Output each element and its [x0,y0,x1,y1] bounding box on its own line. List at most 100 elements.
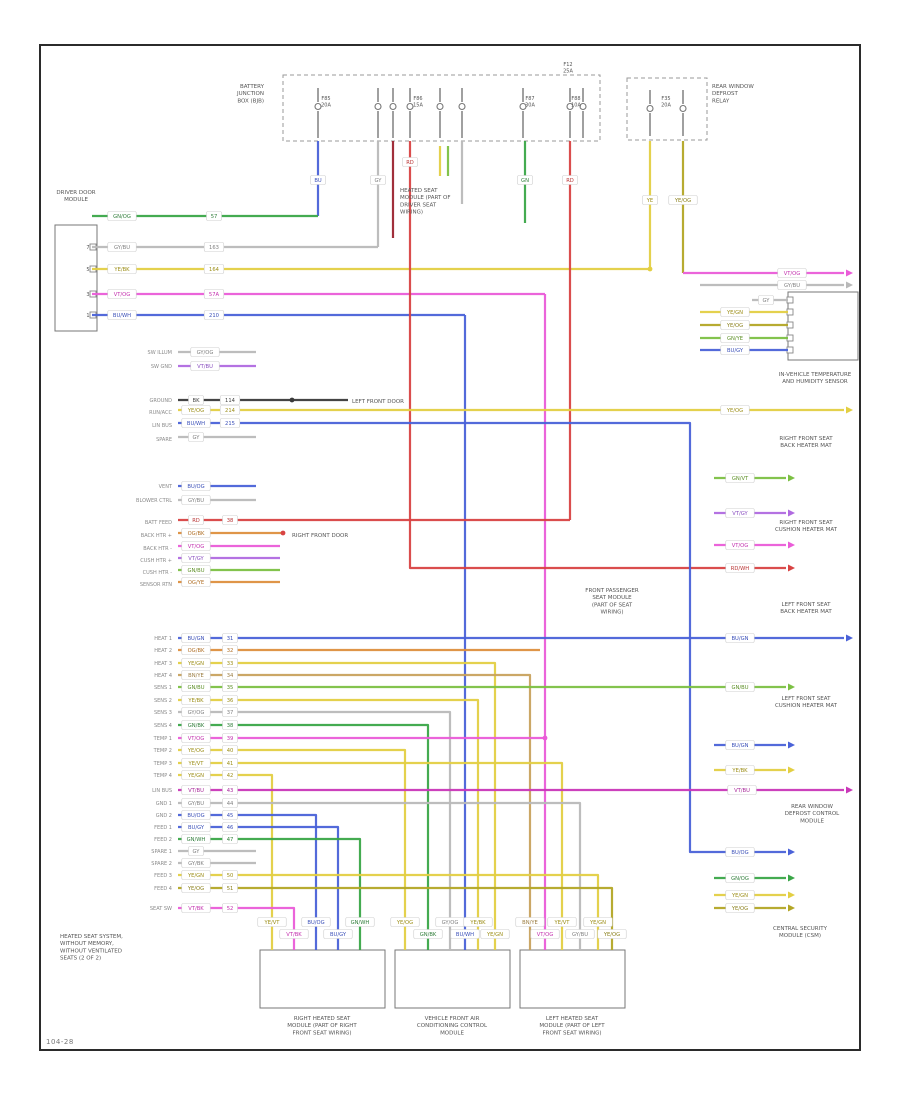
wire-code-text: VT/GY [188,556,204,562]
wire-code-text: YE [646,198,653,204]
connector-pin [519,102,527,111]
wire-code-label [725,903,755,913]
wire-code-label [181,682,211,692]
pin-name-label: HEAT 1 [154,636,172,642]
wire-code-label [181,707,211,717]
pin-name-label: SEAT SW [150,906,172,912]
wire-code-label [181,770,211,780]
wire-code-label [181,834,211,844]
wire-code-label [181,785,211,795]
wire-code-text: GY [193,849,201,855]
wire-code-label [222,515,238,525]
wire [408,141,786,570]
junction-dot [289,397,295,403]
wire-code-label [222,822,238,832]
wire-code-label [222,633,238,643]
wire-code-text: GN/OG [113,214,131,220]
wire-code-label [547,917,577,927]
pin-name-label: GND 1 [156,801,172,807]
off-page-arrow-icon [788,741,795,749]
wire-code-label [188,432,204,442]
wire-code-text: BU/OG [307,920,324,926]
wire-code-text: GY/BU [572,932,588,938]
wire-code-text: 51 [227,886,234,892]
connector-pin [436,102,444,111]
wire-code-text: VT/OG [114,292,131,298]
wire-code-label [222,720,238,730]
wire-code-label [720,405,750,415]
wire-code-label [188,395,204,405]
off-page-arrow-icon [788,509,795,517]
wire-code-label [727,785,757,795]
wire-code-label [181,810,211,820]
wire-code-text: BU/GY [330,932,347,938]
connector-pin [679,104,687,113]
off-page-arrow-icon [788,474,795,482]
wire-code-text: 34 [227,673,234,679]
diagram-text: RIGHT FRONT DOOR [292,533,348,539]
wire-code-text: 38 [227,518,234,524]
wire-code-text: YE/GN [486,932,503,938]
wire-code-text: YE/VT [264,920,281,926]
wire-code-label [219,405,241,415]
pin-name-label: SPARE 2 [151,861,172,867]
wire-code-text: YE/GN [187,773,204,779]
wire-code-text: 37 [227,710,234,716]
wire-code-label [222,695,238,705]
wire-code-text: GY [375,178,383,184]
wire-code-text: 40 [227,748,234,754]
off-page-arrow-icon [788,874,795,882]
wire-code-text: GN/BK [188,723,205,729]
wire-code-label [725,563,755,573]
wire-code-label [390,917,420,927]
wire [178,673,532,950]
wire-code-label [530,929,560,939]
wire-code-label [222,785,238,795]
pin-name-label: CUSH HTR + [140,558,172,564]
wire-code-text: GY/OG [188,710,205,716]
wire-code-text: 214 [225,408,236,414]
wire-code-text: 52 [227,906,234,912]
wire-code-label [181,405,211,415]
wire-code-label [720,320,750,330]
wire-code-label [517,175,533,185]
pin-name-label: TEMP 2 [153,748,172,754]
wire-code-label [668,195,698,205]
wire-code-text: YE/GN [726,310,743,316]
wire-code-text: YE/BK [731,768,748,774]
wire-code-label [181,903,211,913]
wire-code-label [181,565,211,575]
wire-code-label [370,175,386,185]
wire-code-text: YE/OG [726,323,743,329]
wire-code-label [181,481,211,491]
wire-code-label [720,307,750,317]
wire-code-text: YE/OG [187,886,204,892]
wire-code-label [181,745,211,755]
wire-code-text: 163 [209,245,219,251]
wire-code-label [222,645,238,655]
pin-name-label: FEED 2 [154,837,172,843]
wire-code-label [181,695,211,705]
connector-pin [374,102,382,111]
pin-name-label: FEED 1 [154,825,172,831]
diagram-text: HEATED SEAT SYSTEM,WITHOUT MEMORY,WITHOU… [60,934,123,961]
wire-code-text: BU/OG [731,850,748,856]
wire-code-label [725,508,755,518]
diagram-text: 1 [86,313,89,319]
pin-name-label: CUSH HTR - [143,570,173,576]
off-page-arrow-icon [788,564,795,572]
wire-code-text: YE/BK [113,267,130,273]
wire-code-label [181,758,211,768]
wire-code-label [720,333,750,343]
wire-code-text: YE/VT [188,761,205,767]
